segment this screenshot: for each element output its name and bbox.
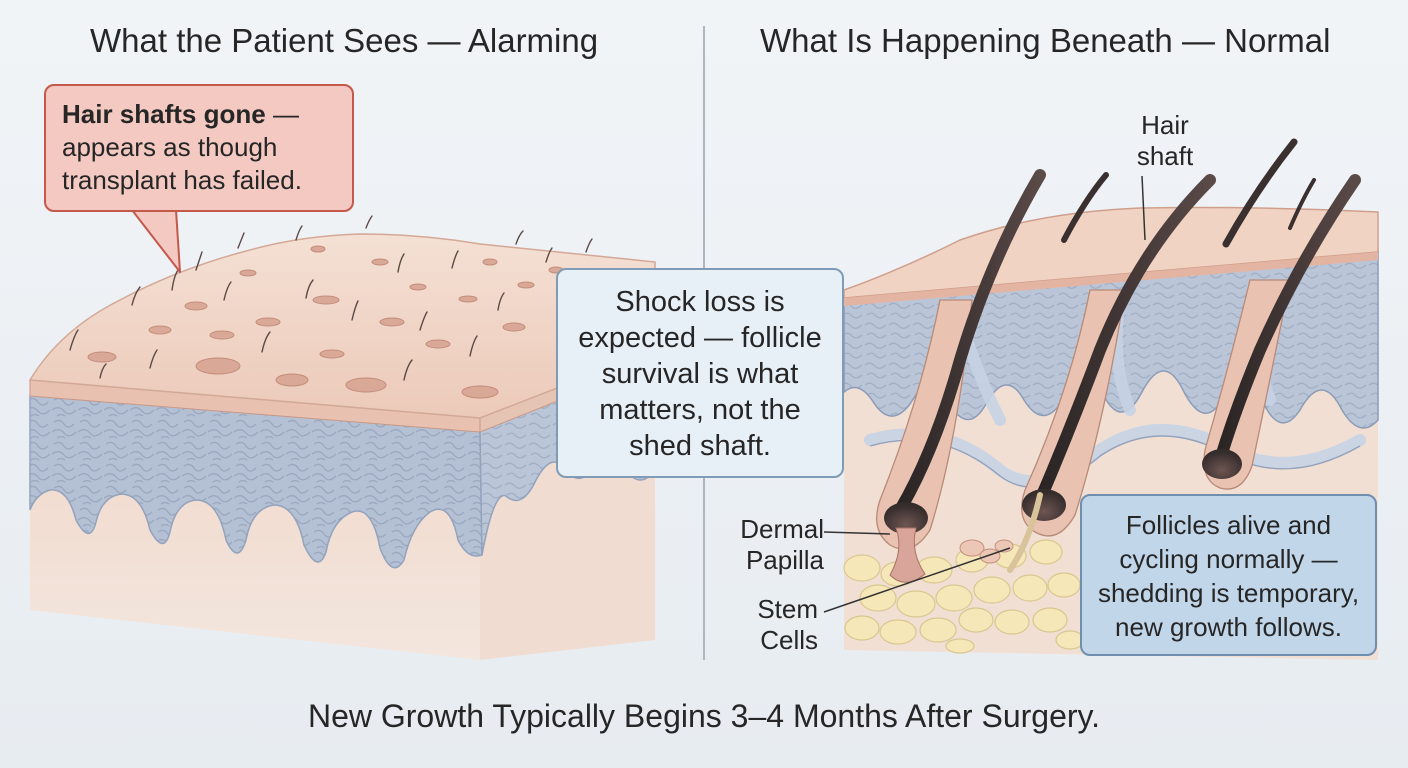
callout-bold-text: Hair shafts gone bbox=[62, 99, 266, 129]
dermal-papilla-leader bbox=[823, 531, 891, 535]
callout-body-text: — appears as though transplant has faile… bbox=[62, 99, 302, 195]
right-panel-title: What Is Happening Beneath — Normal bbox=[760, 22, 1331, 59]
dermal-papilla-label: Dermal Papilla bbox=[740, 514, 824, 575]
stem-cells-leader bbox=[823, 547, 1011, 613]
hair-shaft-leader bbox=[1141, 175, 1146, 241]
shock-loss-callout: Shock loss is expected — follicle surviv… bbox=[556, 268, 844, 478]
hair-shaft-label: Hair shaft bbox=[1136, 110, 1194, 171]
stem-cells-label: Stem Cells bbox=[757, 594, 818, 655]
left-panel-title: What the Patient Sees — Alarming bbox=[90, 22, 599, 59]
left-skin-block bbox=[28, 215, 656, 660]
callout-tail bbox=[131, 209, 181, 273]
follicles bbox=[876, 138, 1361, 583]
bottom-caption: New Growth Typically Begins 3–4 Months A… bbox=[307, 698, 1101, 734]
follicles-alive-callout: Follicles alive and cycling normally — s… bbox=[1080, 494, 1377, 656]
hair-shafts-gone-callout: Hair shafts gone — appears as though tra… bbox=[44, 84, 354, 212]
